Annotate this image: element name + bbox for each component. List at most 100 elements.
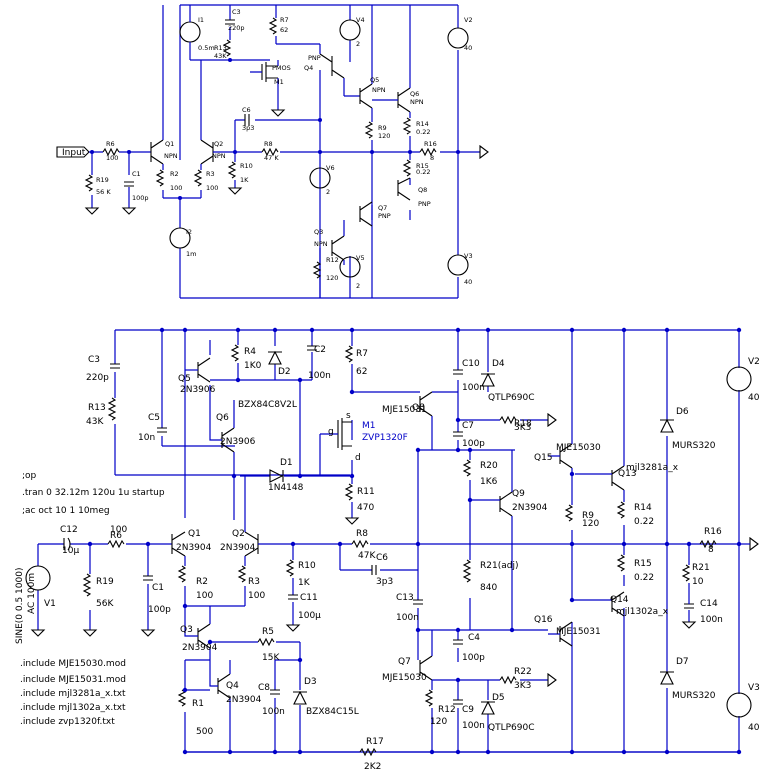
top-r9-value: 120	[378, 132, 390, 140]
bottom-d3-value: BZX84C15L	[306, 707, 359, 717]
bottom-c14-name: C14	[700, 599, 718, 609]
top-c3-value: 220p	[228, 24, 245, 32]
top-v2-value: 40	[464, 44, 472, 52]
top-q3-value: NPN	[314, 240, 328, 248]
include-4: .include mjl1302a_x.txt	[20, 703, 126, 713]
top-v3-name: V3	[464, 252, 473, 260]
bottom-r13-name: R13	[88, 403, 106, 413]
top-r15-name: R15	[416, 162, 429, 170]
bottom-c2-name: C2	[314, 345, 326, 355]
top-q4-name: Q4	[304, 64, 313, 72]
bottom-c10-value: 100n	[462, 383, 485, 393]
bottom-c11-name: C11	[300, 593, 318, 603]
top-q7-name: Q7	[378, 204, 387, 212]
mosfet-pin-s: s	[346, 411, 351, 421]
bottom-q8-value: MJE15031	[382, 405, 427, 415]
input-flag: Input	[56, 146, 90, 158]
top-r14-name: R14	[416, 120, 429, 128]
bottom-r2-value: 100	[196, 591, 213, 601]
bottom-q13-value: mjl3281a_x	[626, 463, 679, 473]
bottom-q7-name: Q7	[398, 657, 411, 667]
top-q8-name: Q8	[418, 186, 427, 194]
bottom-r4-name: R4	[244, 347, 256, 357]
bottom-r16-name: R16	[704, 527, 722, 537]
top-q2-name: Q2	[214, 140, 223, 148]
top-c3-name: C3	[232, 8, 241, 16]
top-v4-name: V4	[356, 16, 365, 24]
top-r13-name: R13	[214, 44, 227, 52]
bottom-r15-name: R15	[634, 559, 652, 569]
top-i2-name: I2	[186, 228, 192, 236]
bottom-r12-name: R12	[438, 705, 456, 715]
top-r14-value: 0.22	[416, 128, 430, 136]
bottom-c10-name: C10	[462, 359, 480, 369]
top-v6-name: V6	[326, 164, 335, 172]
bottom-q5-value: 2N3906	[180, 385, 216, 395]
bottom-r9-value: 120	[582, 519, 599, 529]
include-5: .include zvp1320f.txt	[20, 717, 115, 727]
top-m1-name: M1	[274, 78, 284, 86]
directive-op: ;op	[22, 471, 37, 481]
top-i1-value: 0.5m	[198, 44, 215, 52]
bottom-r1-name: R1	[192, 699, 204, 709]
top-v5-name: V5	[356, 254, 365, 262]
top-i1-name: I1	[198, 16, 204, 24]
bottom-r10-value: 1K	[298, 578, 311, 588]
bottom-r3-value: 100	[248, 591, 265, 601]
bottom-q6-value: 2N3906	[220, 437, 256, 447]
bottom-c7-value: 100p	[462, 439, 485, 449]
bottom-q9-name: Q9	[512, 489, 525, 499]
bottom-r21adj-value: 840	[480, 583, 497, 593]
bottom-c5-name: C5	[148, 413, 160, 423]
bottom-d6-name: D6	[676, 407, 689, 417]
top-q6-name: Q6	[410, 90, 419, 98]
bottom-q4-value: 2N3904	[226, 695, 262, 705]
bottom-q13-name: Q13	[618, 469, 637, 479]
directive-tran: .tran 0 32.12m 120u 1u startup	[22, 488, 165, 498]
top-r2-name: R2	[170, 170, 179, 178]
bottom-r22-value: 3K3	[514, 681, 531, 691]
bottom-v1-name: V1	[44, 599, 56, 609]
top-v5-value: 2	[356, 282, 360, 290]
bottom-r14-value: 0.22	[634, 517, 654, 527]
top-r12-value: 120	[326, 274, 338, 282]
bottom-q1-value: 2N3904	[176, 543, 212, 553]
bottom-d5-value: QTLP690C	[488, 723, 535, 733]
bottom-c1-name: C1	[152, 583, 164, 593]
bottom-d2-name: D2	[278, 367, 291, 377]
top-r10-name: R10	[240, 162, 253, 170]
bottom-r22-name: R22	[514, 667, 532, 677]
bottom-r21adj-name: R21(adj)	[480, 561, 518, 571]
bottom-c12-value: 10µ	[62, 546, 79, 556]
top-v2-name: V2	[464, 16, 473, 24]
top-c6-value: 3p3	[242, 124, 254, 132]
bottom-r21-name: R21	[692, 563, 710, 573]
top-q8-value: PNP	[418, 200, 431, 208]
bottom-d7-name: D7	[676, 657, 689, 667]
bottom-r11-value: 470	[357, 503, 374, 513]
top-q1-value: NPN	[164, 152, 178, 160]
bottom-r2-name: R2	[196, 577, 208, 587]
top-schematic: Input	[56, 4, 489, 299]
bottom-r20-value: 1K6	[480, 477, 498, 487]
bottom-c8-value: 100n	[262, 707, 285, 717]
bottom-r9-name: R9	[582, 511, 594, 521]
top-q1-name: Q1	[165, 140, 174, 148]
bottom-r4-value: 1K0	[244, 361, 262, 371]
top-c1-value: 100p	[132, 194, 149, 202]
include-3: .include mjl3281a_x.txt	[20, 689, 126, 699]
top-q7-value: PNP	[378, 212, 391, 220]
top-r16-name: R16	[424, 140, 437, 148]
bottom-d1-value: 1N4148	[268, 483, 304, 493]
top-r16-value: 8	[430, 154, 434, 162]
bottom-c7-name: C7	[462, 421, 474, 431]
top-q5-name: Q5	[370, 76, 379, 84]
include-1: .include MJE15030.mod	[20, 659, 126, 669]
bottom-r12-value: 120	[430, 717, 447, 727]
bottom-q3-value: 2N3904	[182, 643, 218, 653]
top-r10-value: 1K	[240, 176, 249, 184]
bottom-q4-name: Q4	[226, 681, 239, 691]
top-r15-value: 0.22	[416, 168, 430, 176]
